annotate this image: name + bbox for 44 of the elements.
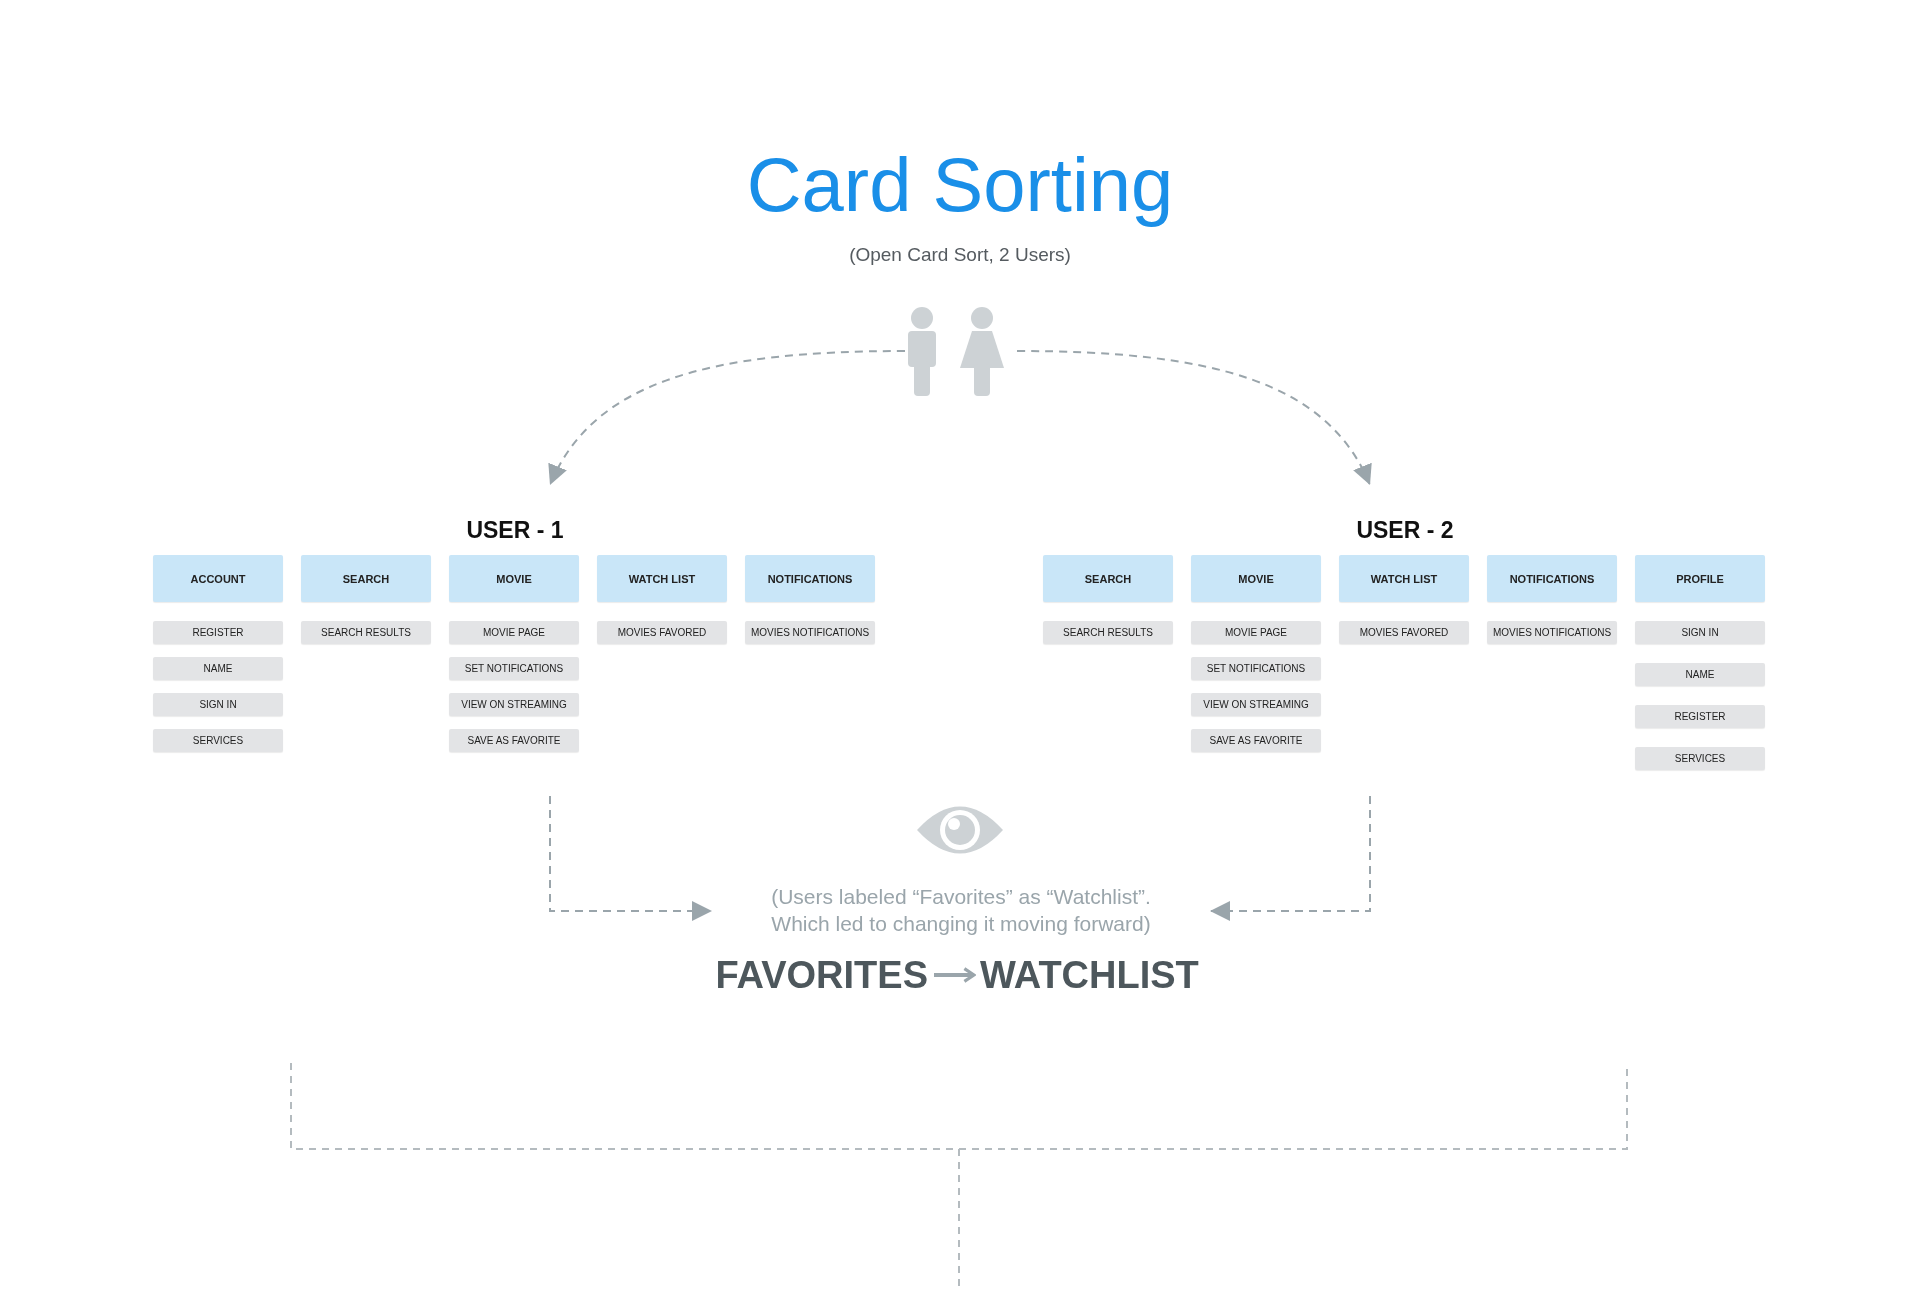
arrow	[1209, 795, 1371, 921]
category-card: MOVIE	[1191, 555, 1321, 602]
arrow	[1016, 350, 1371, 486]
item-card: MOVIES FAVORED	[597, 621, 727, 644]
item-card: MOVIES NOTIFICATIONS	[745, 621, 875, 644]
category-card: MOVIE	[449, 555, 579, 602]
term-text: FAVORITES	[715, 952, 928, 998]
category-card: PROFILE	[1635, 555, 1765, 602]
category-card: NOTIFICATIONS	[1487, 555, 1617, 602]
title: Card Sorting	[746, 141, 1174, 229]
term-text: WATCHLIST	[980, 952, 1199, 998]
item-card: NAME	[153, 657, 283, 680]
item-card: SIGN IN	[1635, 621, 1765, 644]
item-card: SERVICES	[1635, 747, 1765, 770]
item-card: NAME	[1635, 663, 1765, 686]
arrow	[549, 350, 906, 486]
item-card: MOVIES NOTIFICATIONS	[1487, 621, 1617, 644]
note-text: (Users labeled “Favorites” as “Watchlist”. Which led to changing it moving forward)	[712, 883, 1210, 937]
item-card: SET NOTIFICATIONS	[1191, 657, 1321, 680]
item-card: MOVIES FAVORED	[1339, 621, 1469, 644]
item-card: MOVIE PAGE	[1191, 621, 1321, 644]
category-card: SEARCH	[301, 555, 431, 602]
category-card: ACCOUNT	[153, 555, 283, 602]
item-card: VIEW ON STREAMING	[449, 693, 579, 716]
item-card: SIGN IN	[153, 693, 283, 716]
group-heading: USER - 1	[466, 516, 564, 545]
item-card: SEARCH RESULTS	[1043, 621, 1173, 644]
category-card: NOTIFICATIONS	[745, 555, 875, 602]
category-card: WATCH LIST	[1339, 555, 1469, 602]
item-card: MOVIE PAGE	[449, 621, 579, 644]
arrow	[549, 795, 713, 921]
category-card: SEARCH	[1043, 555, 1173, 602]
arrow	[934, 967, 976, 983]
item-card: SERVICES	[153, 729, 283, 752]
item-card: SET NOTIFICATIONS	[449, 657, 579, 680]
subtitle: (Open Card Sort, 2 Users)	[849, 244, 1071, 266]
group-heading: USER - 2	[1356, 516, 1454, 545]
item-card: SEARCH RESULTS	[301, 621, 431, 644]
category-card: WATCH LIST	[597, 555, 727, 602]
item-card: REGISTER	[153, 621, 283, 644]
item-card: REGISTER	[1635, 705, 1765, 728]
item-card: VIEW ON STREAMING	[1191, 693, 1321, 716]
item-card: SAVE AS FAVORITE	[1191, 729, 1321, 752]
item-card: SAVE AS FAVORITE	[449, 729, 579, 752]
